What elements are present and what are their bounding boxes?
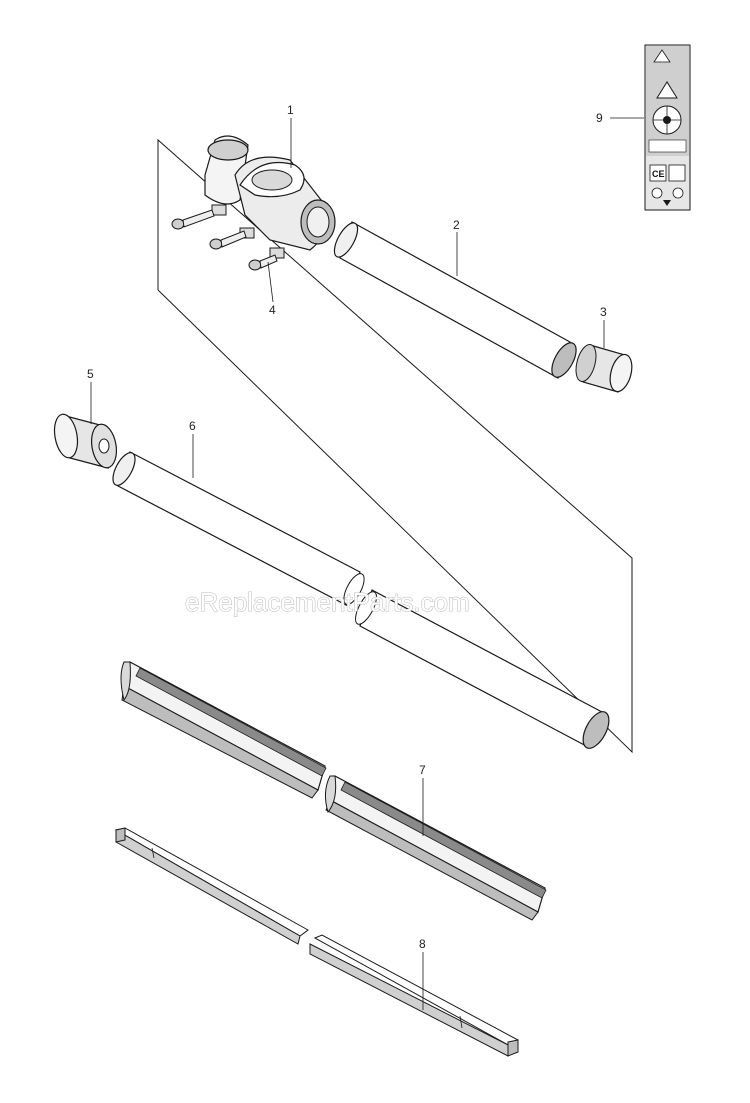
callout-8: 8 <box>419 937 426 951</box>
part-7-liner[interactable] <box>120 661 547 921</box>
callout-6: 6 <box>189 419 196 433</box>
decal-arrow-icon <box>663 200 671 206</box>
part-1-clamp-housing[interactable] <box>204 135 336 259</box>
part-6-lower-tube[interactable] <box>108 449 614 752</box>
decal-ce-mark: CE <box>652 169 665 179</box>
part-9-decal[interactable]: CE <box>644 44 691 211</box>
screw <box>248 254 278 271</box>
callouts: 1 2 3 4 5 6 7 8 9 <box>87 103 607 951</box>
callout-leaders <box>90 117 644 1010</box>
decal-symbol-icon <box>672 187 684 199</box>
callout-1: 1 <box>287 103 294 117</box>
callout-5: 5 <box>87 367 94 381</box>
part-8-drive-shaft[interactable] <box>114 827 519 1057</box>
part-3-bushing-upper[interactable] <box>572 342 635 394</box>
callout-7: 7 <box>419 763 426 777</box>
part-4-screws[interactable] <box>171 209 278 271</box>
part-2-upper-tube[interactable] <box>330 220 581 381</box>
decal-symbol-icon <box>651 187 663 199</box>
assembly-frame-line <box>157 138 633 754</box>
callout-2: 2 <box>453 218 460 232</box>
watermark: eReplacementParts.com <box>185 587 470 617</box>
screw <box>171 209 215 230</box>
part-5-bushing-lower[interactable] <box>51 412 119 469</box>
screw <box>209 230 247 250</box>
warning-triangle-icon <box>653 49 671 63</box>
warning-triangle-icon <box>656 81 678 99</box>
callout-3: 3 <box>600 305 607 319</box>
callout-4: 4 <box>269 303 276 317</box>
callout-9: 9 <box>596 111 603 125</box>
